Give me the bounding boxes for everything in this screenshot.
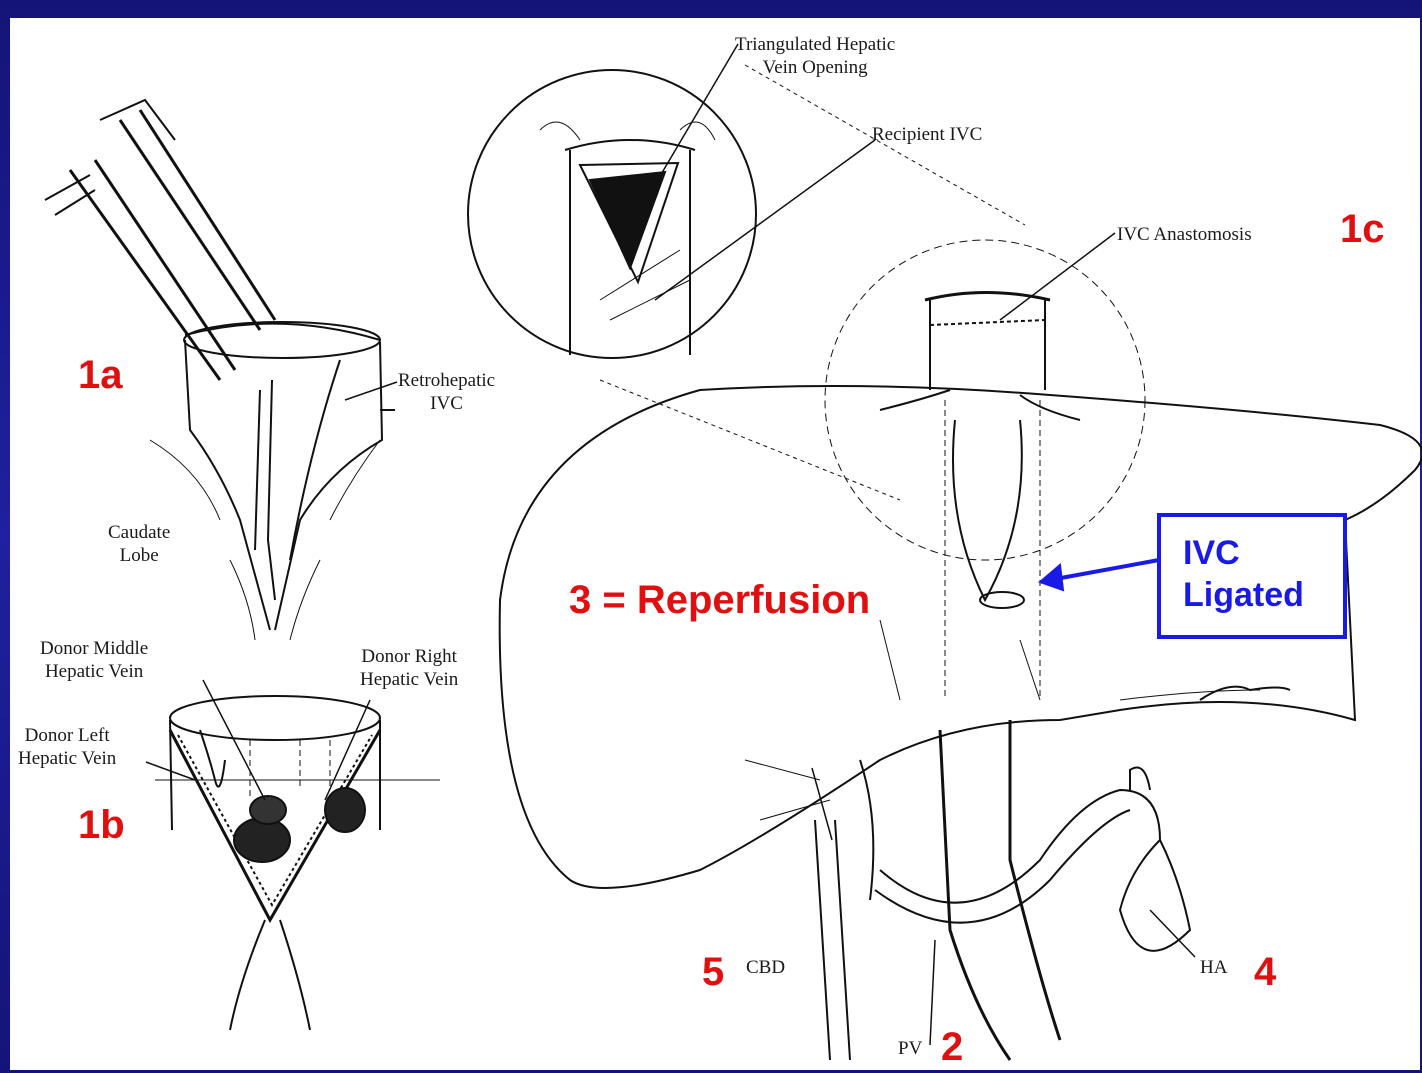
step-1b-label: 1b <box>78 803 125 847</box>
label-donor-middle-hepatic-vein: Donor Middle Hepatic Vein <box>40 637 148 683</box>
label-triangulated-hepatic-vein: Triangulated Hepatic Vein Opening <box>735 33 895 79</box>
step-1a-label: 1a <box>78 353 123 397</box>
step-4-label: 4 <box>1254 950 1276 994</box>
label-retrohepatic-ivc: Retrohepatic IVC <box>398 369 495 415</box>
callout-line-1: IVC <box>1183 533 1240 573</box>
label-recipient-ivc: Recipient IVC <box>872 123 982 146</box>
step-1c-label: 1c <box>1340 207 1385 251</box>
inset-circle-top <box>468 70 756 358</box>
leader-lines <box>146 44 1195 1045</box>
step-2-label: 2 <box>941 1025 963 1069</box>
callout-line-2: Ligated <box>1183 575 1304 615</box>
ligation-arrow <box>1040 560 1159 590</box>
panel-1b-drawing <box>155 696 440 1030</box>
label-ha: HA <box>1200 956 1227 979</box>
label-pv: PV <box>898 1037 922 1060</box>
label-ivc-anastomosis: IVC Anastomosis <box>1117 223 1252 246</box>
label-donor-right-hepatic-vein: Donor Right Hepatic Vein <box>360 645 458 691</box>
projection-line-bottom <box>600 380 900 500</box>
step-3-reperfusion-label: 3 = Reperfusion <box>569 578 870 622</box>
inset-circle-right <box>825 240 1145 560</box>
ivc-ligated-callout: IVC Ligated <box>1157 513 1347 639</box>
step-5-label: 5 <box>702 950 724 994</box>
label-caudate-lobe: Caudate Lobe <box>108 521 170 567</box>
label-donor-left-hepatic-vein: Donor Left Hepatic Vein <box>18 724 116 770</box>
liver-drawing <box>500 386 1422 1060</box>
label-cbd: CBD <box>746 956 785 979</box>
